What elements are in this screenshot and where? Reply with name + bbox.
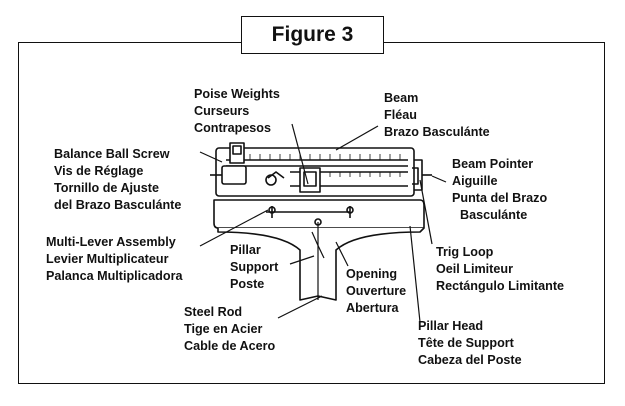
figure-title: Figure 3	[241, 16, 384, 54]
pillar-head	[213, 199, 425, 229]
balance-ball-screw	[221, 165, 247, 185]
